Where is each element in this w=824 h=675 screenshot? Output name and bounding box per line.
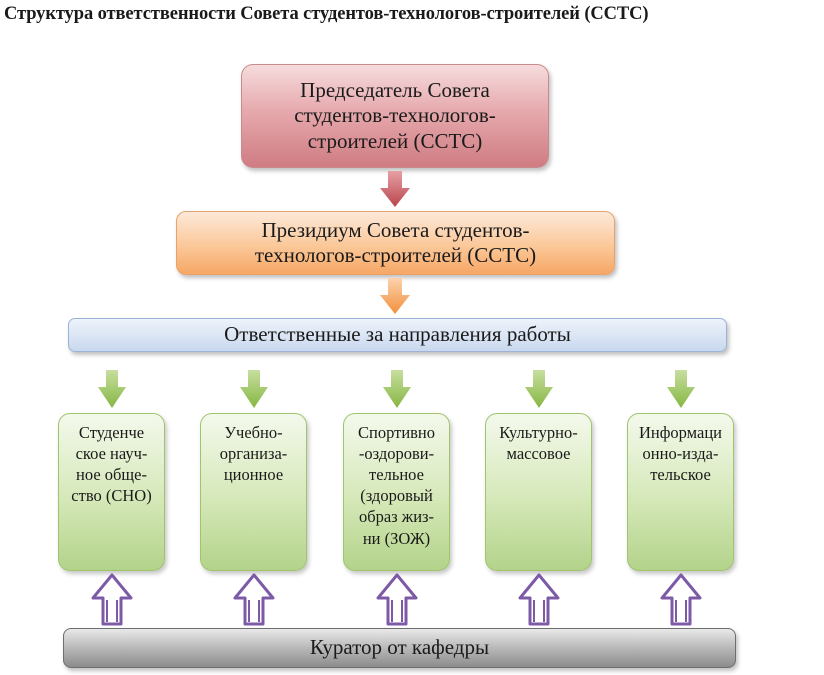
arrow-up-curator-to-direction [91,573,133,626]
presidium-line: Президиум Совета студентов- [261,217,530,242]
direction-label: Информаци онно-изда- тельское [639,423,722,485]
arrow-down-to-direction [98,370,126,408]
arrow-up-curator-to-direction [518,573,560,626]
arrow-inner-lines [675,600,687,622]
presidium-box: Президиум Совета студентов- технологов-с… [176,211,615,275]
arrow-up-curator-to-direction [660,573,702,626]
arrow-down-chair-to-presidium [380,171,410,207]
arrow-down-presidium-to-responsible [380,278,410,314]
curator-bar: Куратор от кафедры [63,628,736,668]
chairman-line: Председатель Совета [300,78,490,103]
direction-label: Культурно- массовое [499,423,578,464]
diagram-title: Структура ответственности Совета студент… [4,4,649,24]
arrow-up-curator-to-direction [233,573,275,626]
arrow-down-to-direction [667,370,695,408]
direction-box-educational: Учебно- организа- ционное [200,413,307,571]
presidium-line: технологов-строителей (ССТС) [254,243,537,267]
chairman-box: Председатель Совета студентов-технологов… [241,64,549,168]
direction-box-cultural: Культурно- массовое [485,413,592,571]
direction-box-sno: Студенче ское науч- ное обще- ство (СНО) [58,413,165,571]
arrow-down-to-direction [240,370,268,408]
arrow-inner-lines [248,600,260,622]
arrow-inner-lines [106,600,118,622]
chairman-line: строителей (ССТС) [307,128,483,153]
direction-box-publishing: Информаци онно-изда- тельское [627,413,734,571]
direction-label: Студенче ское науч- ное обще- ство (СНО) [71,423,152,506]
direction-box-sport: Спортивно -оздорови- тельное (здоровый о… [343,413,450,571]
arrow-down-to-direction [383,370,411,408]
arrow-up-curator-to-direction [376,573,418,626]
direction-label: Учебно- организа- ционное [219,423,288,485]
arrow-down-to-direction [525,370,553,408]
arrow-inner-lines [391,600,403,622]
responsible-bar: Ответственные за направления работы [68,318,727,352]
chairman-line: студентов-технологов- [294,103,496,128]
direction-label: Спортивно -оздорови- тельное (здоровый о… [357,423,436,548]
arrow-inner-lines [533,600,545,622]
